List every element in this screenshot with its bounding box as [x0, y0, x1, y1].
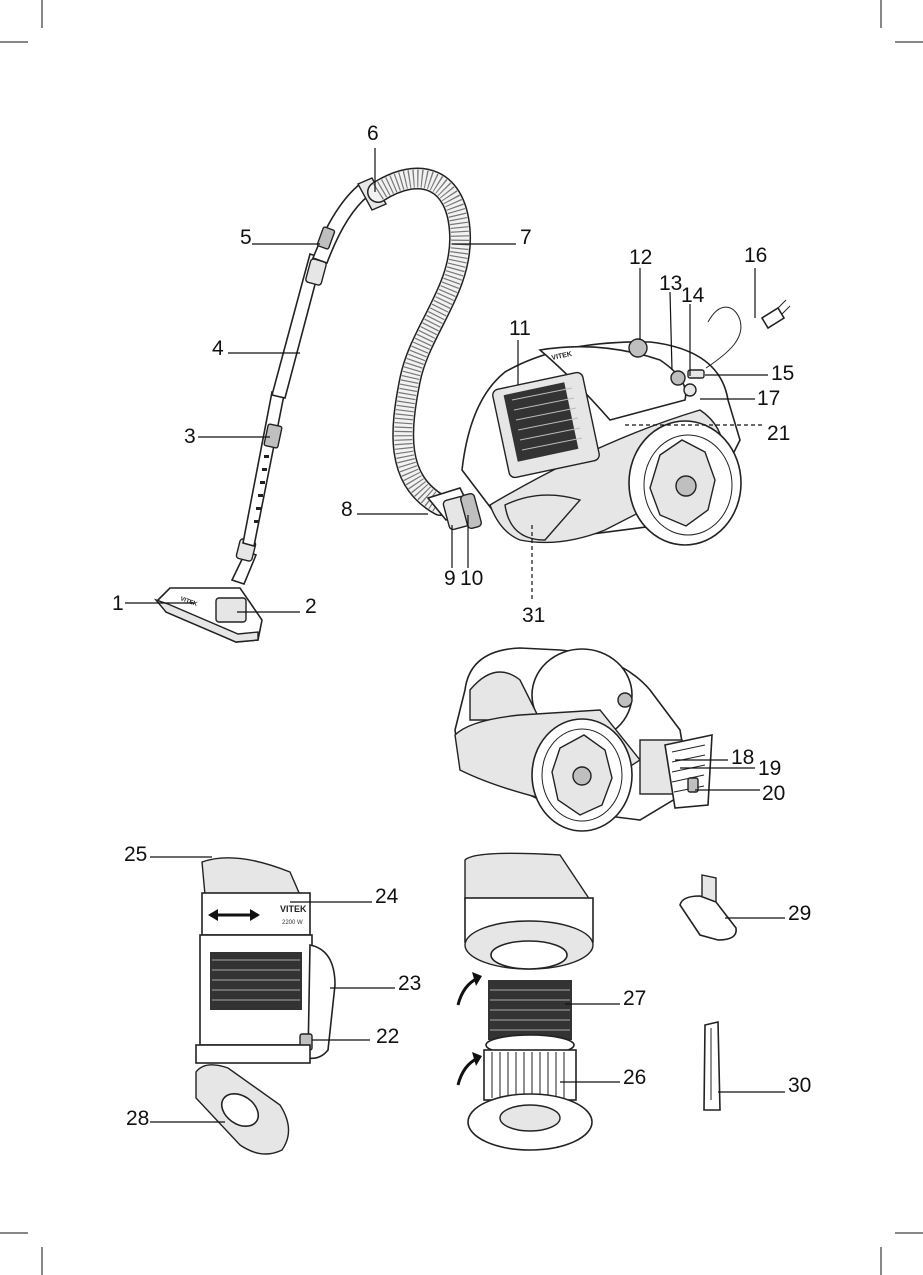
flexible-hose	[367, 167, 482, 531]
vacuum-main-body: VITEK	[461, 299, 791, 546]
callout-9: 9	[444, 567, 456, 590]
power-button	[670, 370, 686, 386]
callout-6: 6	[367, 122, 379, 145]
callout-12: 12	[629, 246, 652, 269]
front-bumper	[504, 494, 582, 541]
leader-lines	[125, 148, 785, 1123]
callout-26: 26	[623, 1066, 646, 1089]
callout-28: 28	[126, 1107, 149, 1130]
container-filter-view	[503, 382, 579, 462]
cyclone-filter-assembly	[456, 852, 594, 1151]
callout-15: 15	[771, 362, 794, 385]
callout-17: 17	[757, 387, 780, 410]
callout-7: 7	[520, 226, 532, 249]
telescopic-tube	[230, 177, 387, 585]
callout-3: 3	[184, 425, 196, 448]
crevice-nozzle	[703, 1020, 721, 1111]
body-brand-mark: VITEK	[551, 351, 573, 362]
suction-power-slider	[316, 226, 336, 250]
dust-container-assembly: VITEK 2200 W	[195, 857, 336, 1155]
cyclone-top	[464, 852, 592, 901]
callout-4: 4	[212, 337, 224, 360]
grille-latch	[687, 777, 699, 793]
container-release-button	[628, 338, 648, 358]
container-brand-mark: VITEK	[280, 904, 307, 914]
callout-31: 31	[522, 604, 545, 627]
callout-27: 27	[623, 987, 646, 1010]
tube-length-regulator	[263, 423, 283, 449]
brush-brand-mark: VITEK	[179, 596, 198, 608]
callout-21: 21	[767, 422, 790, 445]
callout-11: 11	[509, 317, 531, 340]
power-plug	[760, 306, 786, 330]
pleated-filter	[483, 1049, 577, 1101]
callout-5: 5	[240, 226, 252, 249]
callout-labels: 1 2 3 4 5 6 7 8 9 10 11 12 13 14 15 16 1…	[112, 122, 811, 1130]
cyclone-outlet	[490, 940, 568, 970]
callout-14: 14	[681, 284, 705, 307]
cord-rewind-button	[683, 383, 697, 397]
callout-22: 22	[376, 1025, 399, 1048]
callout-10: 10	[460, 567, 483, 590]
callout-2: 2	[305, 595, 317, 618]
callout-25: 25	[124, 843, 147, 866]
container-bottom-rim	[195, 1044, 311, 1064]
power-cord	[705, 306, 742, 369]
callout-30: 30	[788, 1074, 811, 1097]
container-top-cover	[201, 857, 302, 896]
container-power-mark: 2200 W	[282, 920, 303, 926]
callout-8: 8	[341, 498, 353, 521]
callout-23: 23	[398, 972, 421, 995]
container-inner-filter	[210, 952, 302, 1010]
rear-view-body	[454, 647, 713, 832]
callout-20: 20	[762, 782, 785, 805]
floor-brush: VITEK	[153, 587, 263, 643]
callout-18: 18	[731, 746, 754, 769]
upholstery-nozzle	[679, 874, 737, 941]
inlet-ring	[460, 492, 482, 530]
callout-29: 29	[788, 902, 811, 925]
callout-1: 1	[112, 592, 124, 615]
container-handle	[307, 944, 336, 1060]
callout-16: 16	[744, 244, 767, 267]
brush-pedal	[215, 597, 247, 623]
power-indicator	[687, 369, 705, 379]
callout-24: 24	[375, 885, 399, 908]
callout-13: 13	[659, 272, 682, 295]
callout-19: 19	[758, 757, 781, 780]
